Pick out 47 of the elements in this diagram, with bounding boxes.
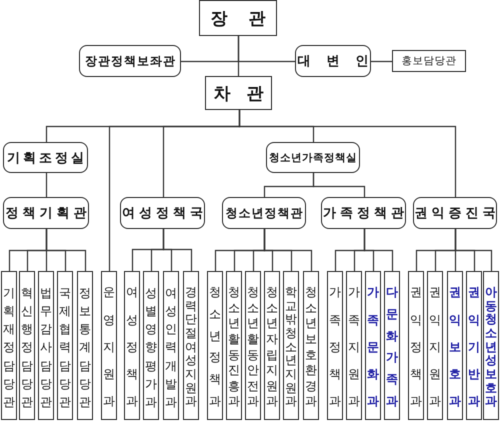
department-box: 청소년정책과	[207, 271, 223, 420]
connector-line	[162, 229, 192, 271]
org-box: 장관	[199, 0, 277, 36]
department-box: 운영지원과	[101, 271, 117, 420]
department-box: 권익기반과	[466, 271, 482, 420]
department-box: 법무감사담당관	[38, 271, 54, 420]
department-box: 청소년보호환경과	[303, 271, 319, 420]
department-box: 청소년활동안전과	[245, 271, 261, 420]
connector-line	[264, 229, 312, 271]
department-box: 가족지원과	[346, 271, 362, 420]
org-box: 가족정책관	[321, 197, 406, 229]
connector-line	[371, 60, 392, 62]
org-box: 대변인	[295, 45, 371, 77]
org-box: 홍보담당관	[392, 50, 466, 72]
department-box: 정보통계담당관	[77, 271, 93, 420]
org-box: 청소년가족정책실	[266, 142, 360, 173]
org-box: 차관	[205, 76, 272, 110]
connector-line	[238, 110, 456, 197]
org-box: 여성정책국	[120, 197, 205, 229]
connector-line	[238, 36, 240, 76]
department-box: 청소년활동진흥과	[226, 271, 242, 420]
department-box: 혁신행정담당관	[19, 271, 35, 420]
connector-line	[364, 229, 394, 271]
department-box: 권익보호과	[447, 271, 463, 420]
org-box: 기획조정실	[3, 142, 88, 173]
connector-line	[46, 173, 48, 197]
connector-line	[312, 173, 366, 197]
department-box: 여성정책과	[124, 271, 140, 420]
connector-line	[454, 229, 492, 271]
department-box: 권익정책과	[408, 271, 424, 420]
org-box: 청소년정책관	[222, 197, 306, 229]
department-box: 국제협력담당관	[57, 271, 73, 420]
department-box: 청소년자립지원과	[264, 271, 280, 420]
department-box: 여성인력개발과	[163, 271, 179, 420]
connector-line	[46, 229, 86, 271]
org-box: 정책기획관	[3, 197, 89, 229]
department-box: 기획재정담당관	[1, 271, 17, 420]
department-box: 아동청소년성보호과	[483, 271, 499, 420]
department-box: 가족정책과	[327, 271, 343, 420]
department-box: 가족문화과	[365, 271, 381, 420]
org-box: 장관정책보좌관	[79, 45, 181, 77]
department-box: 성별영향평가과	[143, 271, 159, 420]
department-box: 권익지원과	[427, 271, 443, 420]
department-box: 다문화가족과	[384, 271, 400, 420]
org-box: 권익증진국	[413, 197, 497, 229]
department-box: 경력단절여성지원과	[183, 271, 199, 420]
department-box: 학교밖청소년지원과	[283, 271, 299, 420]
